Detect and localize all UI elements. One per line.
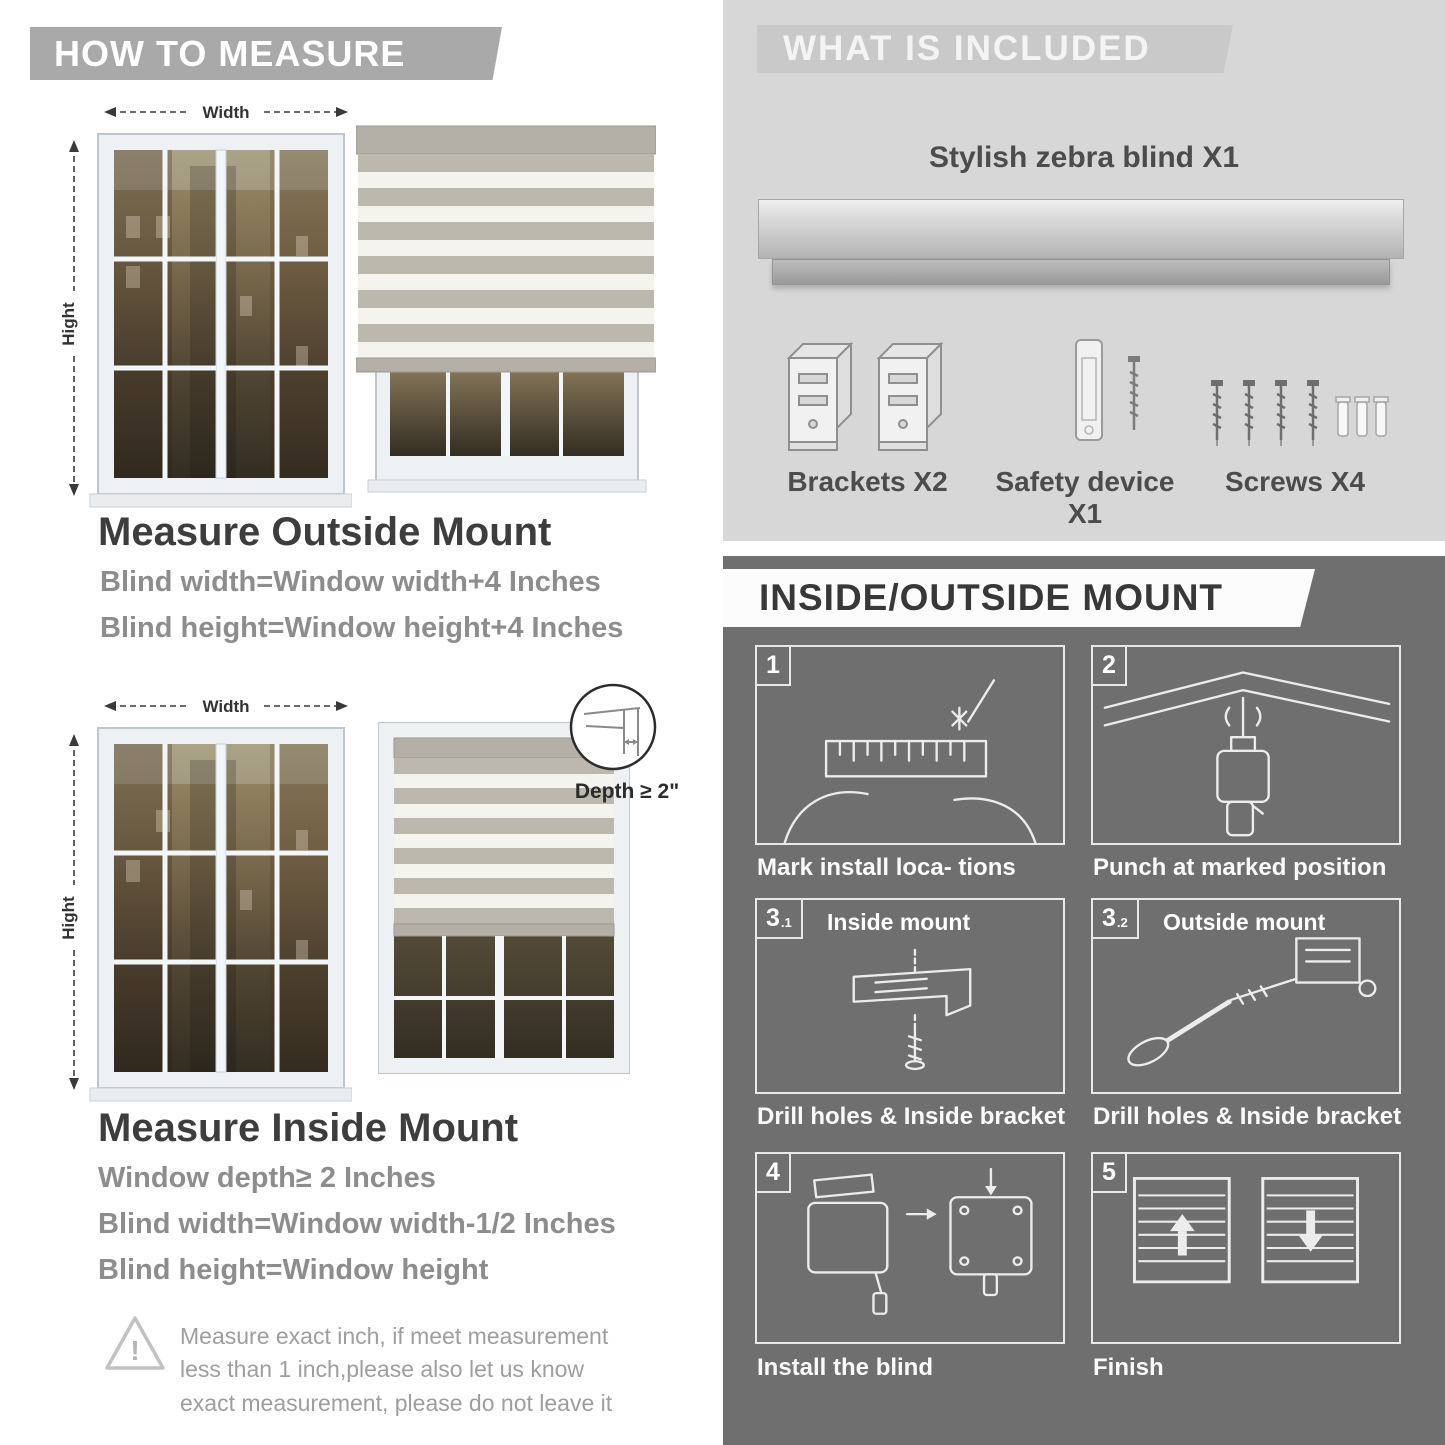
mark-location-art [783,679,1037,843]
headrail-lip-graphic [772,259,1390,285]
install-blind-art [807,1167,1033,1315]
step-1-caption: Mark install loca- tions [757,854,1016,881]
step-2-panel: 2 [1091,645,1401,845]
outside-mount-blind-illustration [356,125,656,493]
width-arrow [104,701,348,711]
step-2-caption: Punch at marked position [1093,854,1387,881]
step-number-text: 4 [766,1158,780,1186]
inside-depth-rule: Window depth≥ 2 Inches [98,1162,436,1194]
step-1-panel: 1 [755,645,1065,845]
inside-mount-blind-illustration [378,722,630,1074]
inside-height-formula: Blind height=Window height [98,1254,489,1286]
width-label: Width [202,697,249,716]
inside-outside-mount-title: INSIDE/OUTSIDE MOUNT [759,577,1224,618]
height-label: Hight [60,302,78,346]
height-label: Hight [60,896,78,940]
depth-callout-label: Depth ≥ 2" [574,780,680,803]
height-arrow [69,140,79,496]
window-graphic [89,727,352,1102]
step-number-text: 3 [1102,904,1116,932]
screws-icon [1211,380,1389,446]
height-arrow [69,734,79,1090]
step-3-2-panel: 3 .2 Outside mount [1091,898,1401,1094]
brackets-label: Brackets X2 [787,466,948,497]
step-3-1-number: 3 .1 [755,898,803,939]
step-5-number: 5 [1091,1152,1127,1193]
outside-height-formula: Blind height=Window height+4 Inches [100,612,624,644]
how-to-measure-banner: HOW TO MEASURE [30,27,502,80]
finish-blinds-art [1132,1177,1360,1284]
safety-device-icon [1075,339,1140,441]
step-4-caption: Install the blind [757,1354,934,1381]
outside-mount-window-illustration: Width Hight [60,103,352,508]
outside-mount-heading: Measure Outside Mount [98,510,552,554]
width-label: Width [202,103,249,122]
step-4-number: 4 [755,1152,791,1193]
inside-bracket-art [852,948,972,1071]
brackets-icon [786,341,944,451]
step-number-text: 3 [766,904,780,932]
what-is-included-banner: WHAT IS INCLUDED [757,25,1233,73]
window-graphic [89,133,352,508]
outside-bracket-art [1127,937,1377,1067]
mount-instructions-section [723,556,1445,1445]
step-3-2-caption: Drill holes & Inside bracket [1093,1103,1402,1130]
what-is-included-title: WHAT IS INCLUDED [783,29,1151,68]
zebra-blind-item-label: Stylish zebra blind X1 [928,141,1240,174]
zebra-blind-graphic [393,737,615,937]
step-subnumber-text: .2 [1116,915,1128,930]
step-number-text: 2 [1102,651,1116,679]
warning-triangle-icon: ! [105,1316,165,1370]
step-3-1-title: Inside mount [827,909,971,935]
inside-width-formula: Blind width=Window width-1/2 Inches [98,1208,616,1240]
step-subnumber-text: .1 [780,915,792,930]
drill-art [1103,671,1391,837]
step-2-number: 2 [1091,645,1127,686]
step-4-panel: 4 [755,1152,1065,1344]
warning-mark: ! [130,1335,139,1366]
step-number-text: 1 [766,651,780,679]
step-3-1-caption: Drill holes & Inside bracket [757,1103,1066,1130]
step-3-2-title: Outside mount [1163,909,1326,935]
outside-width-formula: Blind width=Window width+4 Inches [100,566,601,598]
step-5-caption: Finish [1093,1354,1164,1381]
depth-callout-icon [569,683,657,771]
inside-mount-heading: Measure Inside Mount [98,1106,519,1150]
width-arrow [104,107,348,117]
inside-mount-window-illustration: Width Hight [60,697,352,1102]
zebra-blind-graphic [356,125,656,373]
step-3-1-panel: 3 .1 Inside mount [755,898,1065,1094]
step-number-text: 5 [1102,1158,1116,1186]
measurement-warning-text: Measure exact inch, if meet measurement … [180,1323,613,1416]
safety-device-label: Safety device X1 [995,466,1175,529]
inside-outside-mount-banner: INSIDE/OUTSIDE MOUNT [723,569,1315,627]
step-5-panel: 5 [1091,1152,1401,1344]
headrail-graphic [758,199,1404,259]
step-1-number: 1 [755,645,791,686]
step-3-2-number: 3 .2 [1091,898,1139,939]
how-to-measure-title: HOW TO MEASURE [54,33,406,74]
screws-label: Screws X4 [1224,466,1366,497]
